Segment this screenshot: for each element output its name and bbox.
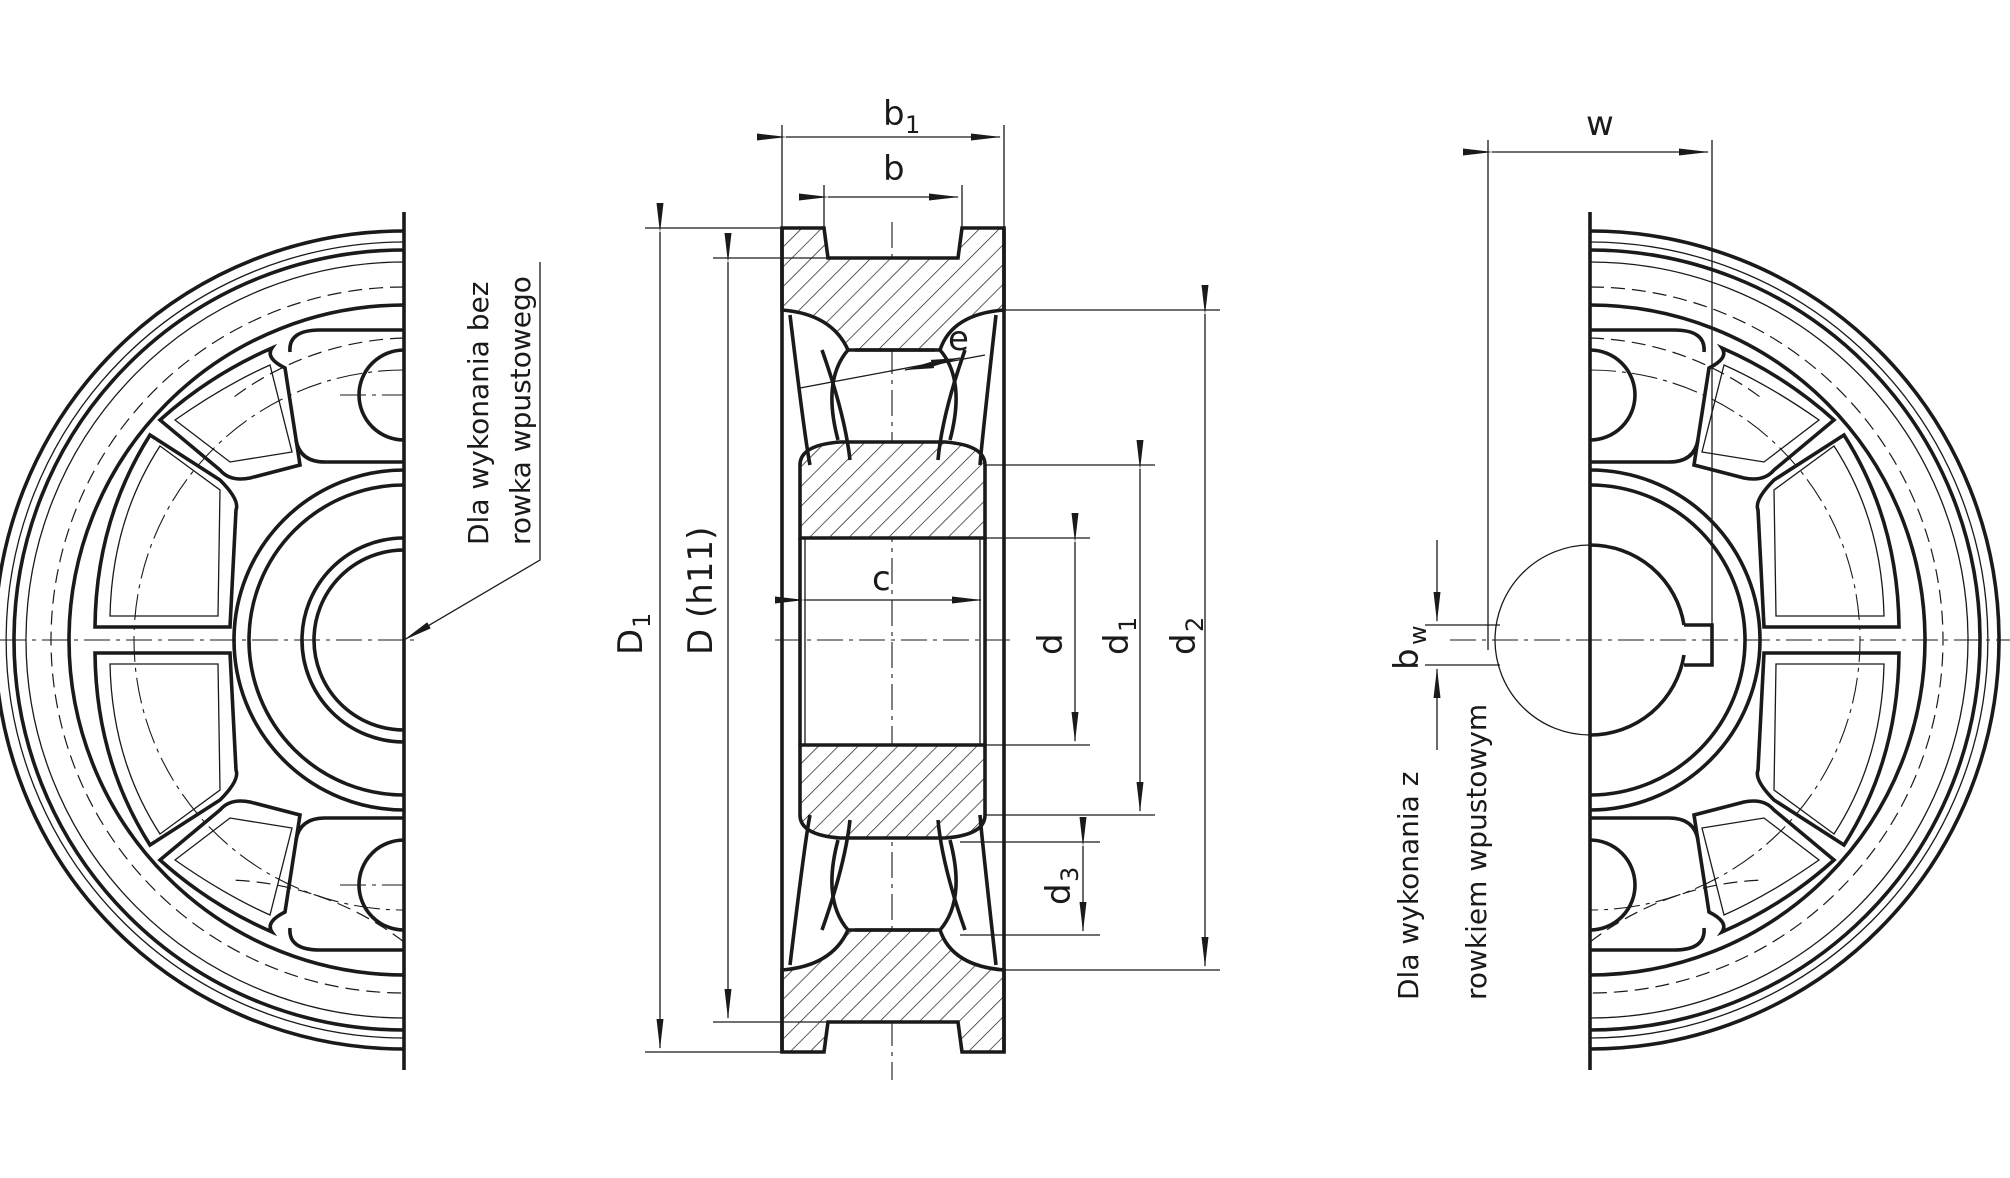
dimensions [403, 125, 1713, 1053]
label-b: b [883, 149, 905, 189]
label-d3: d [1039, 883, 1079, 905]
label-bw: b [1387, 648, 1427, 670]
dimension-labels: b 1 b e c w D 1 D (h11) d d 1 d 2 d 3 b … [611, 94, 1614, 905]
label-d2: d [1164, 633, 1204, 655]
note-no-keyway-line1: Dla wykonania bez [462, 282, 495, 545]
label-D-h11: D (h11) [681, 527, 721, 655]
label-b1-sub: 1 [905, 111, 920, 139]
note-no-keyway-line2: rowka wpustowego [504, 276, 537, 545]
label-d1: d [1097, 633, 1137, 655]
label-bw-sub: w [1404, 625, 1432, 645]
left-half-view [0, 212, 420, 1070]
note-with-keyway-line2: rowkiem wpustowym [1460, 704, 1493, 1000]
label-e: e [948, 319, 969, 359]
label-D1: D [611, 629, 651, 655]
label-w: w [1586, 104, 1614, 144]
note-with-keyway-line1: Dla wykonania z [1392, 772, 1425, 1000]
label-d2-sub: 2 [1181, 617, 1209, 632]
label-d1-sub: 1 [1114, 617, 1142, 632]
label-d3-sub: 3 [1056, 867, 1084, 882]
label-D1-sub: 1 [628, 613, 656, 628]
label-d: d [1031, 633, 1071, 655]
notes: Dla wykonania bez rowka wpustowego Dla w… [462, 276, 1493, 1000]
section-view [775, 222, 1010, 1080]
label-b1: b [883, 94, 905, 134]
right-half-view [1450, 212, 2010, 1070]
label-c: c [872, 559, 891, 599]
